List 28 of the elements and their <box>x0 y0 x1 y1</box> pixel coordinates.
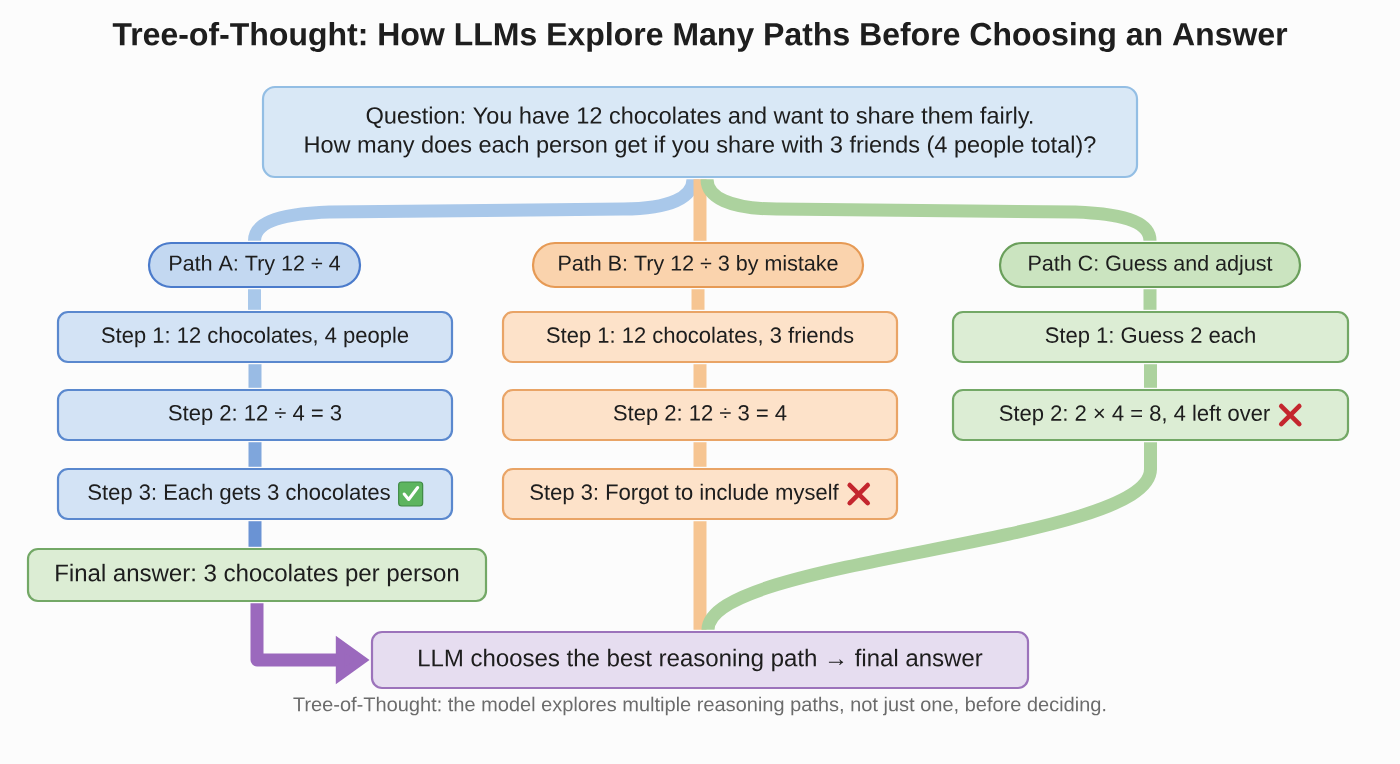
path-pill: Path B: Try 12 ÷ 3 by mistake <box>531 241 865 289</box>
step-box: Step 2: 12 ÷ 4 = 3 <box>56 388 454 442</box>
connector <box>693 442 707 467</box>
connector <box>248 364 262 388</box>
result-box: LLM chooses the best reasoning path → final answer <box>370 630 1030 690</box>
connector <box>248 442 262 467</box>
connector <box>1143 289 1157 310</box>
step-box: Step 3: Each gets 3 chocolates <box>56 467 454 521</box>
connector <box>1144 364 1157 388</box>
step-box: Step 1: Guess 2 each <box>951 310 1350 364</box>
title: Tree-of-Thought: How LLMs Explore Many Paths Before Choosing an Answer <box>112 22 1288 52</box>
path-pill: Path C: Guess and adjust <box>998 241 1302 289</box>
connector <box>248 289 261 310</box>
step-box: Step 2: 12 ÷ 3 = 4 <box>501 388 899 442</box>
connector <box>248 521 262 547</box>
connector <box>691 289 705 310</box>
path-pill: Path A: Try 12 ÷ 4 <box>147 241 362 289</box>
caption: Tree-of-Thought: the model explores multiple reasoning paths, not just one, before deciding. <box>293 696 1106 716</box>
connector <box>702 442 1157 633</box>
step-box: Step 3: Forgot to include myself <box>501 467 899 521</box>
question-box: Question: You have 12 chocolates and want to share them fairly. How many does each person get if you share with 3 friends (4 people total)? <box>261 85 1139 179</box>
connector <box>693 179 707 241</box>
step-box: Step 1: 12 chocolates, 4 people <box>56 310 454 364</box>
final-answer-box: Final answer: 3 chocolates per person <box>26 547 488 603</box>
connector <box>693 364 707 388</box>
connector <box>693 521 707 630</box>
step-box: Step 1: 12 chocolates, 3 friends <box>501 310 899 364</box>
step-box: Step 2: 2 × 4 = 8, 4 left over <box>951 388 1350 442</box>
